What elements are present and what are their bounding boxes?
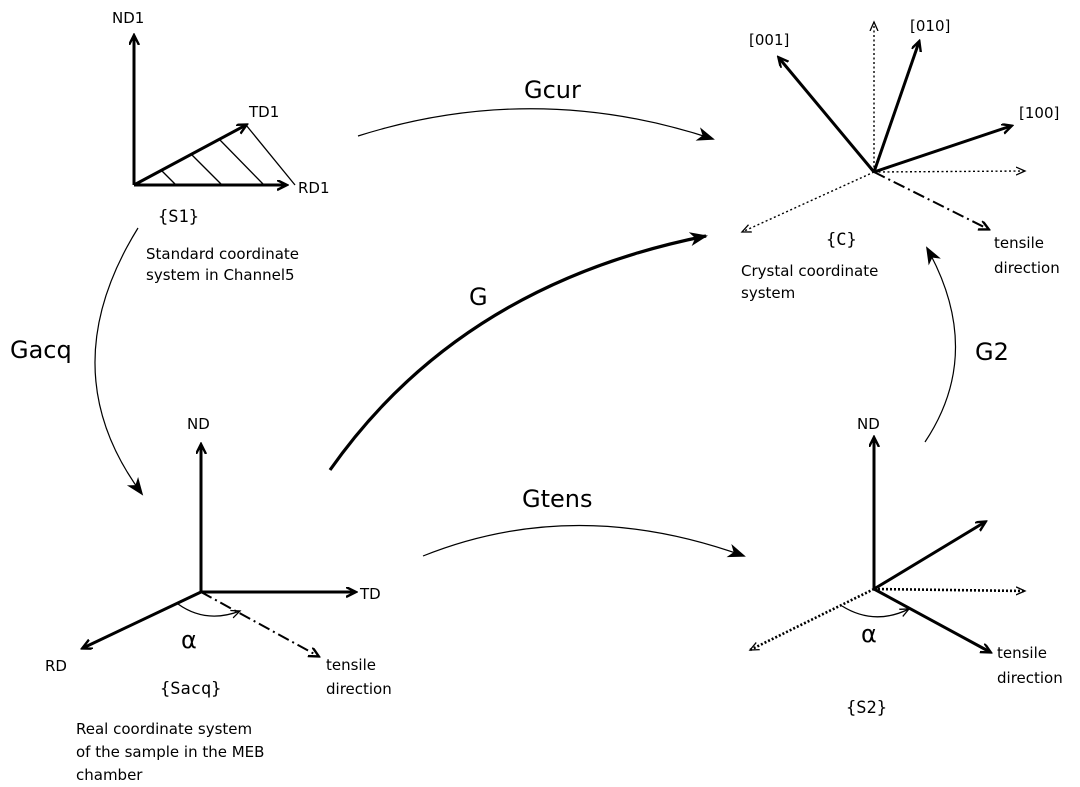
sacq-nd-label: ND [187, 415, 210, 433]
c-name: {C} [826, 230, 857, 250]
gacq-label: Gacq [10, 336, 72, 364]
g2-label: G2 [975, 338, 1009, 366]
g2-arrow [924, 246, 957, 443]
sacq-caption-line2: of the sample in the MEB [76, 743, 264, 761]
g-arrow [328, 232, 708, 471]
s1-td1-label: TD1 [248, 103, 279, 121]
gcur-label: Gcur [524, 76, 581, 104]
gacq-arrow [94, 227, 144, 496]
sacq-tensile-label-line2: direction [326, 680, 392, 698]
c-100-label: [100] [1019, 104, 1059, 122]
sacq-td-label: TD [359, 585, 381, 603]
c-caption-line2: system [741, 284, 795, 302]
c-010-axis [872, 42, 919, 173]
sacq-alpha-label: α [181, 626, 197, 654]
s2-tensile-label-line1: tensile [997, 644, 1047, 662]
c-caption-line1: Crystal coordinate [741, 262, 878, 280]
sacq-frame: ND TD RD α tensile direction {Sacq} Real… [45, 415, 392, 784]
sacq-name: {Sacq} [160, 679, 221, 699]
s1-name: {S1} [158, 207, 199, 227]
s1-caption-line2: system in Channel5 [146, 266, 295, 284]
c-tensile-label-line2: direction [994, 259, 1060, 277]
c-010-label: [010] [910, 17, 950, 35]
transform-arrows: Gcur Gacq G G2 Gtens [10, 76, 1009, 558]
s2-tensile-axis [873, 587, 990, 652]
sacq-angle-arc [177, 603, 240, 616]
c-dotted-left-axis [742, 171, 875, 232]
s1-td1-axis [133, 125, 246, 187]
s2-alpha-label: α [861, 620, 877, 648]
gcur-arrow [357, 108, 715, 141]
s2-upper-right-axis [873, 522, 985, 591]
sacq-caption-line3: chamber [76, 766, 143, 784]
sacq-tensile-label-line1: tensile [326, 656, 376, 674]
c-dotted-right-axis [873, 171, 1025, 172]
s1-nd1-label: ND1 [112, 9, 144, 27]
s2-tensile-label-line2: direction [997, 669, 1063, 687]
s1-frame: ND1 TD1 RD1 {S1} Standard coordinate sys… [112, 9, 330, 284]
c-tensile-label-line1: tensile [994, 234, 1044, 252]
sacq-rd-label: RD [45, 657, 67, 675]
c-tensile-axis [873, 171, 988, 229]
s1-rd1-label: RD1 [298, 179, 330, 197]
s1-caption-line1: Standard coordinate [146, 245, 299, 263]
s1-hatched-plane [161, 124, 296, 186]
s2-nd-label: ND [857, 415, 880, 433]
c-100-axis [873, 126, 1011, 174]
c-001-axis [779, 58, 876, 173]
c-frame: [001] [010] [100] {C} tensile direction … [741, 17, 1060, 302]
g-label: G [469, 283, 488, 311]
s2-dotted-right-axis [873, 589, 1025, 591]
gtens-arrow [422, 524, 746, 558]
s2-name: {S2} [846, 698, 887, 718]
sacq-tensile-axis [200, 591, 318, 656]
sacq-caption-line1: Real coordinate system [76, 720, 252, 738]
s2-dotted-left-axis [750, 587, 875, 652]
c-001-label: [001] [749, 31, 789, 49]
gtens-label: Gtens [522, 485, 593, 513]
s2-angle-arc [841, 605, 909, 618]
s2-frame: ND α tensile direction {S2} [750, 415, 1063, 718]
sacq-rd-axis [83, 590, 202, 648]
